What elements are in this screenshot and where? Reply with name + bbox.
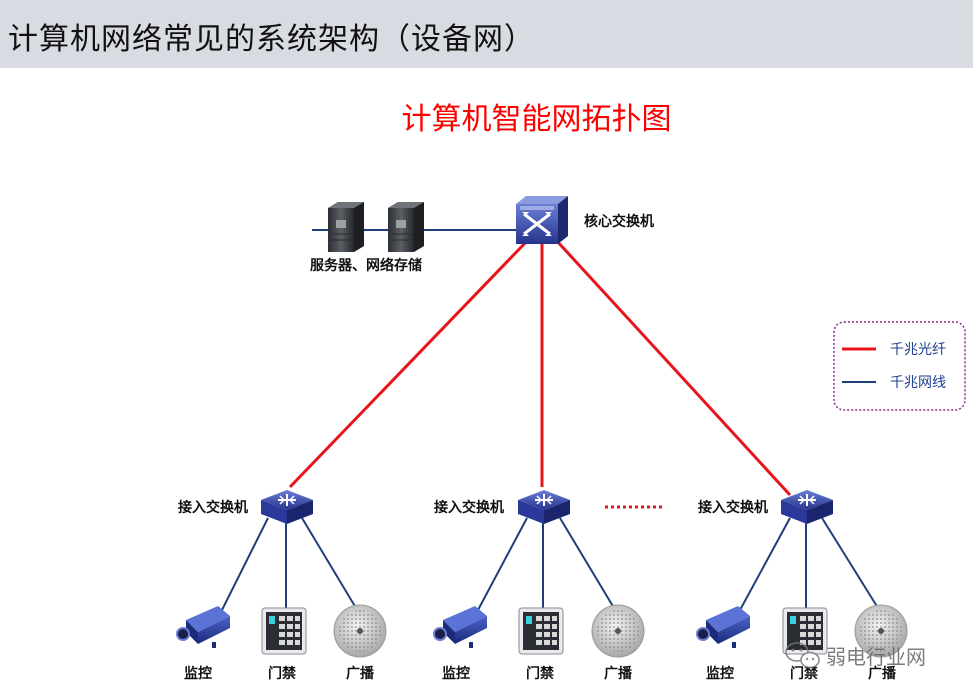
door-keypad-icon	[518, 607, 564, 655]
ceiling-speaker-icon	[591, 604, 645, 658]
ceiling-speaker-icon	[854, 604, 908, 658]
access-control-label: 门禁	[268, 665, 296, 682]
fiber-link-left	[288, 238, 530, 489]
access-switch-icon	[518, 490, 570, 524]
cable-links	[221, 229, 879, 611]
page-title: 计算机网络常见的系统架构（设备网）	[8, 22, 535, 57]
broadcast-label: 广播	[346, 665, 375, 682]
fiber-links	[288, 238, 792, 509]
camera-icon	[176, 606, 230, 648]
wechat-icon	[785, 642, 820, 669]
legend-fiber-label: 千兆光纤	[890, 342, 946, 358]
cable-link-speaker-2	[559, 517, 615, 609]
core-switch-icon	[516, 196, 568, 244]
servers-label: 服务器、网络存储	[310, 257, 422, 274]
camera-icon	[433, 606, 487, 648]
access-control-label: 门禁	[526, 665, 554, 682]
cable-link-camera-3	[739, 517, 791, 611]
device-group-2: 监控 门禁 广播	[433, 604, 645, 682]
access-switch-label-1: 接入交换机	[178, 499, 248, 516]
camera-label: 监控	[442, 665, 470, 682]
server-icon	[328, 202, 424, 252]
camera-icon	[696, 606, 750, 648]
ceiling-speaker-icon	[333, 604, 387, 658]
watermark-text: 弱电行业网	[826, 645, 926, 669]
door-keypad-icon	[261, 607, 307, 655]
cable-link-speaker-3	[821, 517, 879, 609]
cable-link-camera-1	[221, 517, 269, 611]
device-group-1: 监控 门禁 广播	[176, 604, 387, 682]
cable-link-camera-2	[477, 517, 528, 611]
broadcast-label: 广播	[868, 665, 897, 682]
legend: 千兆光纤 千兆网线	[833, 321, 966, 411]
camera-label: 监控	[706, 665, 734, 682]
fiber-link-right	[554, 238, 792, 497]
watermark: 弱电行业网	[785, 642, 926, 669]
broadcast-label: 广播	[604, 665, 633, 682]
header-bar: 计算机网络常见的系统架构（设备网）	[0, 0, 973, 68]
camera-label: 监控	[184, 665, 212, 682]
access-switch-label-2: 接入交换机	[434, 499, 504, 516]
diagram-title: 计算机智能网拓扑图	[401, 102, 672, 137]
access-control-label: 门禁	[790, 665, 818, 682]
door-keypad-icon	[782, 607, 828, 655]
access-switch-icon	[261, 490, 313, 524]
cable-link-speaker-1	[301, 517, 357, 609]
access-switch-label-3: 接入交换机	[698, 499, 768, 516]
legend-cable-label: 千兆网线	[890, 375, 946, 391]
core-switch-label: 核心交换机	[584, 213, 654, 230]
access-switch-icon	[781, 490, 833, 524]
